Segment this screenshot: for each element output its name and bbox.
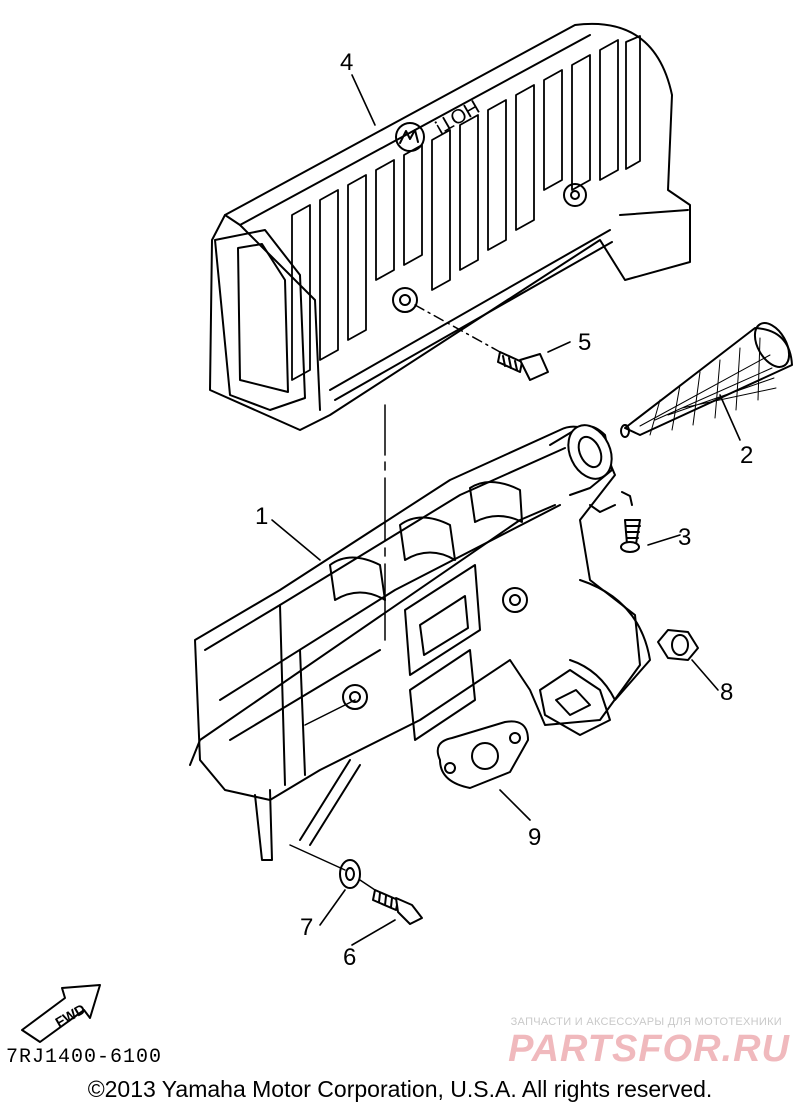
callout-8: 8 [720, 679, 733, 706]
screw-part-3 [589, 491, 641, 553]
callout-5: 5 [578, 329, 591, 356]
watermark-tagline: ЗАПЧАСТИ И АКСЕССУАРЫ ДЛЯ МОТОТЕХНИКИ [510, 1016, 782, 1028]
callout-1: 1 [255, 503, 268, 530]
leader-lines [271, 74, 741, 946]
spark-arrester-part-2 [620, 322, 793, 438]
assembly-lines [289, 304, 501, 891]
nut-part-8 [657, 629, 699, 661]
diagram-part-code: 7RJ1400-6100 [6, 1046, 163, 1069]
callout-4: 4 [340, 49, 353, 76]
muffler-body-part-1 [189, 424, 651, 861]
callout-7: 7 [300, 914, 313, 941]
callout-6: 6 [343, 944, 356, 971]
fwd-direction-arrow: FWD [21, 984, 101, 1043]
callout-2: 2 [740, 442, 753, 469]
callout-9: 9 [528, 824, 541, 851]
callout-3: 3 [678, 524, 691, 551]
washer-part-7 [339, 859, 361, 889]
bolt-part-5 [497, 351, 549, 381]
flange-bolt-part-6 [372, 889, 423, 925]
muffler-cover-part-4: HOT! [209, 22, 691, 431]
watermark-logo: PARTSFOR.RU [508, 1028, 790, 1070]
copyright-notice: ©2013 Yamaha Motor Corporation, U.S.A. A… [87, 1076, 713, 1102]
gasket-part-9 [436, 720, 529, 789]
callout-labels: 4 5 2 3 1 8 9 7 6 [255, 49, 753, 971]
